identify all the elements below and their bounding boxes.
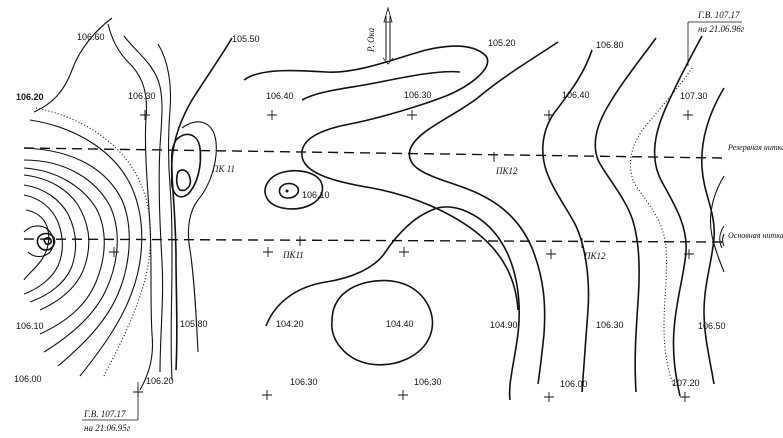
elevation-label: 106.30 — [414, 377, 442, 387]
grid-crosses — [109, 110, 694, 402]
water-level-top-line1: Г.В. 107.17 — [697, 10, 740, 20]
elevation-label: 106.50 — [698, 321, 726, 331]
water-level-top-callout: Г.В. 107.17 на 21.06.96г — [687, 10, 745, 66]
elevation-label: 106.60 — [77, 32, 105, 42]
elevation-label: 107.20 — [672, 378, 700, 388]
picket-pk12-bottom: ПК12 — [583, 251, 606, 261]
water-level-bottom-callout: Г.В. 107.17 на 21.06.95г — [82, 382, 139, 433]
elevation-label: 104.20 — [276, 319, 304, 329]
water-level-top-line2: на 21.06.96г — [698, 24, 745, 34]
elevation-label: 106.80 — [596, 40, 624, 50]
elevation-label: 104.40 — [386, 319, 414, 329]
elevation-label: 106.30 — [290, 377, 318, 387]
picket-pk12-top: ПК12 — [495, 166, 518, 176]
water-level-bottom-line1: Г.В. 107.17 — [83, 409, 126, 419]
contour-column-center-left — [157, 37, 233, 381]
water-level-bottom-line2: на 21.06.95г — [84, 423, 131, 433]
reserve-line-label-1: Резервная нитка — [727, 143, 783, 152]
pickets — [199, 150, 583, 248]
elevation-label: 105.80 — [180, 319, 208, 329]
main-line-label-1: Основная нитка — [728, 231, 783, 240]
main-line — [23, 238, 723, 243]
contour-bundle-left — [23, 17, 164, 391]
north-arrow-label: Р. Ока — [366, 27, 376, 53]
elevation-label: 106.30 — [404, 90, 432, 100]
elevation-label: 106.20 — [16, 92, 44, 102]
north-arrow: Р. Ока — [366, 6, 394, 65]
elevation-label: 106.00 — [560, 379, 588, 389]
elevation-label: 106.10 — [16, 321, 44, 331]
elevation-label: 106.40 — [562, 90, 590, 100]
reserve-line — [23, 147, 723, 159]
elevation-label: 107.30 — [680, 91, 708, 101]
elevation-label: 105.50 — [232, 34, 260, 44]
elevation-label: 106.30 — [596, 320, 624, 330]
elevation-label: 105.20 — [488, 38, 516, 48]
contour-depression-center — [243, 45, 520, 401]
picket-pk11-bottom: ПК11 — [282, 250, 304, 260]
contour-column-center-right — [408, 35, 725, 397]
contour-hill-center — [264, 169, 324, 210]
elevation-label: 106.20 — [146, 376, 174, 386]
elevation-labels: 106.60 105.50 105.20 106.80 106.20 106.3… — [14, 32, 726, 389]
elevation-label: 106.00 — [14, 374, 42, 384]
elevation-label: 106.10 — [302, 190, 330, 200]
elevation-label: 106.40 — [266, 91, 294, 101]
elevation-label: 106.30 — [128, 91, 156, 101]
picket-pk11-top: ПК 11 — [211, 164, 235, 174]
elevation-label: 104.90 — [490, 320, 518, 330]
